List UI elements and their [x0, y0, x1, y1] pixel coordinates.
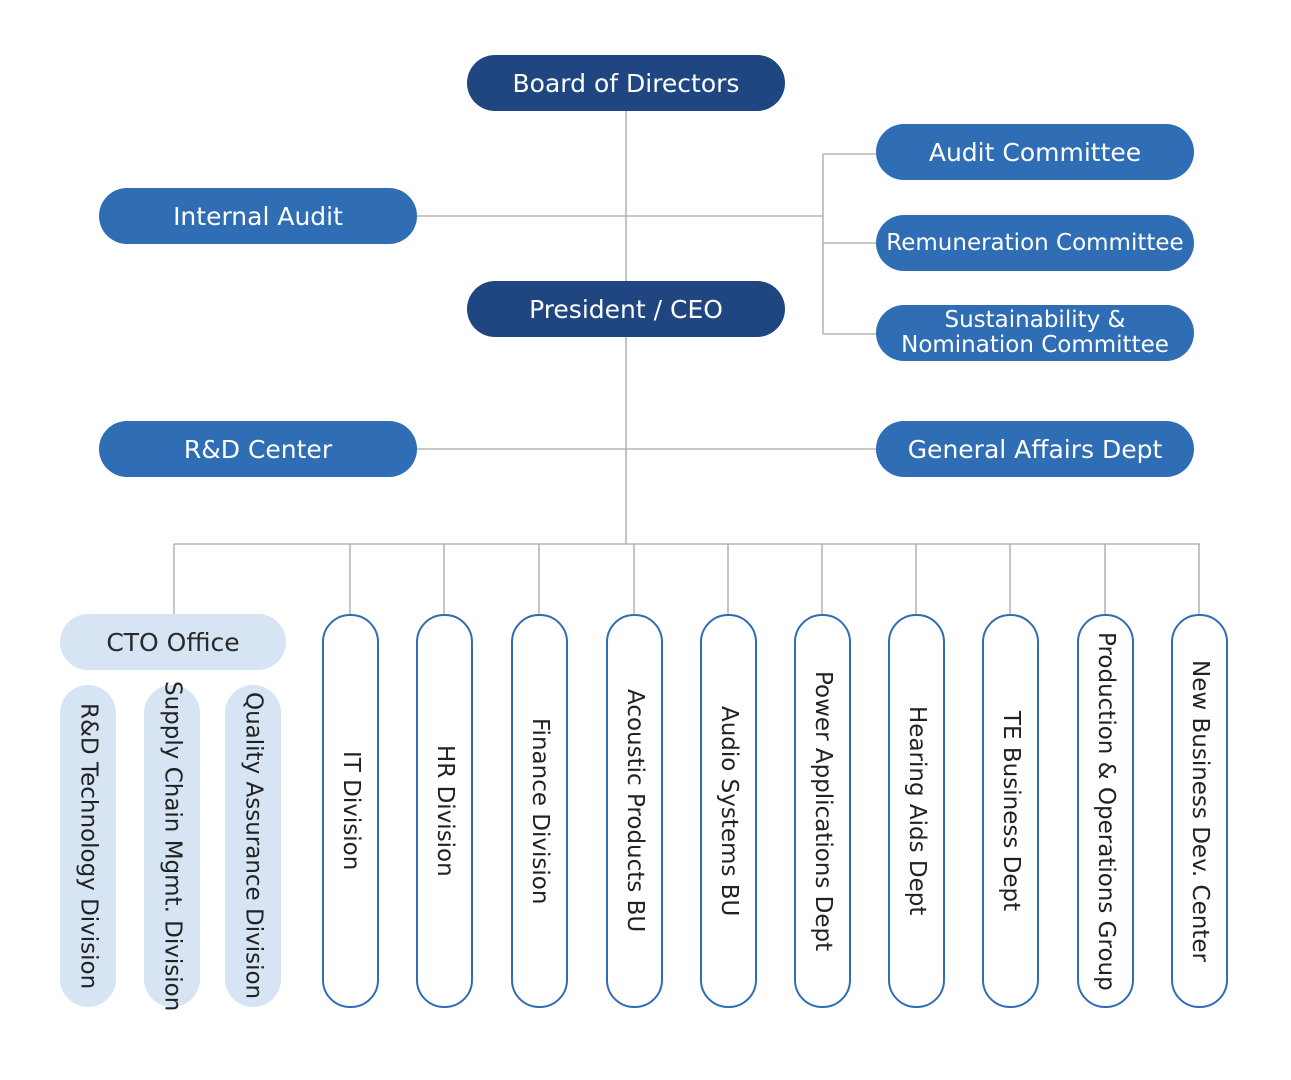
division-box-it: IT Division: [322, 614, 379, 1008]
remuneration-committee-box: Remuneration Committee: [876, 215, 1194, 271]
sustainability-nomination-committee-box: Sustainability & Nomination Committee: [876, 305, 1194, 361]
division-label-finance: Finance Division: [527, 717, 553, 905]
division-label-te-business: TE Business Dept: [998, 710, 1024, 912]
division-label-acoustic-products: Acoustic Products BU: [622, 689, 648, 933]
sustainability-committee-line1: Sustainability &: [944, 306, 1126, 333]
division-box-audio-systems: Audio Systems BU: [700, 614, 757, 1008]
cto-office-box: CTO Office: [60, 614, 286, 670]
division-label-hr: HR Division: [432, 745, 458, 877]
board-of-directors-box: Board of Directors: [467, 55, 785, 111]
president-ceo-box: President / CEO: [467, 281, 785, 337]
division-box-acoustic-products: Acoustic Products BU: [606, 614, 663, 1008]
president-ceo-label: President / CEO: [529, 294, 723, 324]
division-label-audio-systems: Audio Systems BU: [716, 705, 742, 917]
general-affairs-label: General Affairs Dept: [907, 434, 1163, 464]
cto-office-label: CTO Office: [106, 627, 240, 657]
division-label-new-business-dev: New Business Dev. Center: [1187, 660, 1213, 962]
general-affairs-box: General Affairs Dept: [876, 421, 1194, 477]
division-box-new-business-dev: New Business Dev. Center: [1171, 614, 1228, 1008]
rd-center-label: R&D Center: [183, 434, 333, 464]
rd-center-box: R&D Center: [99, 421, 417, 477]
internal-audit-label: Internal Audit: [173, 201, 343, 231]
quality-assurance-division-box: Quality Assurance Division: [225, 685, 281, 1007]
division-box-hr: HR Division: [416, 614, 473, 1008]
quality-assurance-division-label: Quality Assurance Division: [240, 692, 267, 1000]
sustainability-committee-line2: Nomination Committee: [901, 332, 1169, 358]
division-box-te-business: TE Business Dept: [982, 614, 1039, 1008]
division-label-hearing-aids: Hearing Aids Dept: [904, 706, 930, 916]
division-box-finance: Finance Division: [511, 614, 568, 1008]
division-label-power-applications: Power Applications Dept: [810, 670, 836, 952]
remuneration-committee-label: Remuneration Committee: [886, 229, 1184, 256]
division-label-production-operations: Production & Operations Group: [1093, 631, 1119, 991]
division-box-hearing-aids: Hearing Aids Dept: [888, 614, 945, 1008]
division-box-production-operations: Production & Operations Group: [1077, 614, 1134, 1008]
rd-technology-division-label: R&D Technology Division: [75, 702, 102, 990]
board-of-directors-label: Board of Directors: [512, 68, 740, 98]
audit-committee-box: Audit Committee: [876, 124, 1194, 180]
division-label-it: IT Division: [338, 751, 364, 871]
supply-chain-division-label: Supply Chain Mgmt. Division: [159, 680, 186, 1012]
division-box-power-applications: Power Applications Dept: [794, 614, 851, 1008]
audit-committee-label: Audit Committee: [928, 137, 1142, 167]
rd-technology-division-box: R&D Technology Division: [60, 685, 116, 1007]
supply-chain-division-box: Supply Chain Mgmt. Division: [144, 681, 200, 1011]
internal-audit-box: Internal Audit: [99, 188, 417, 244]
